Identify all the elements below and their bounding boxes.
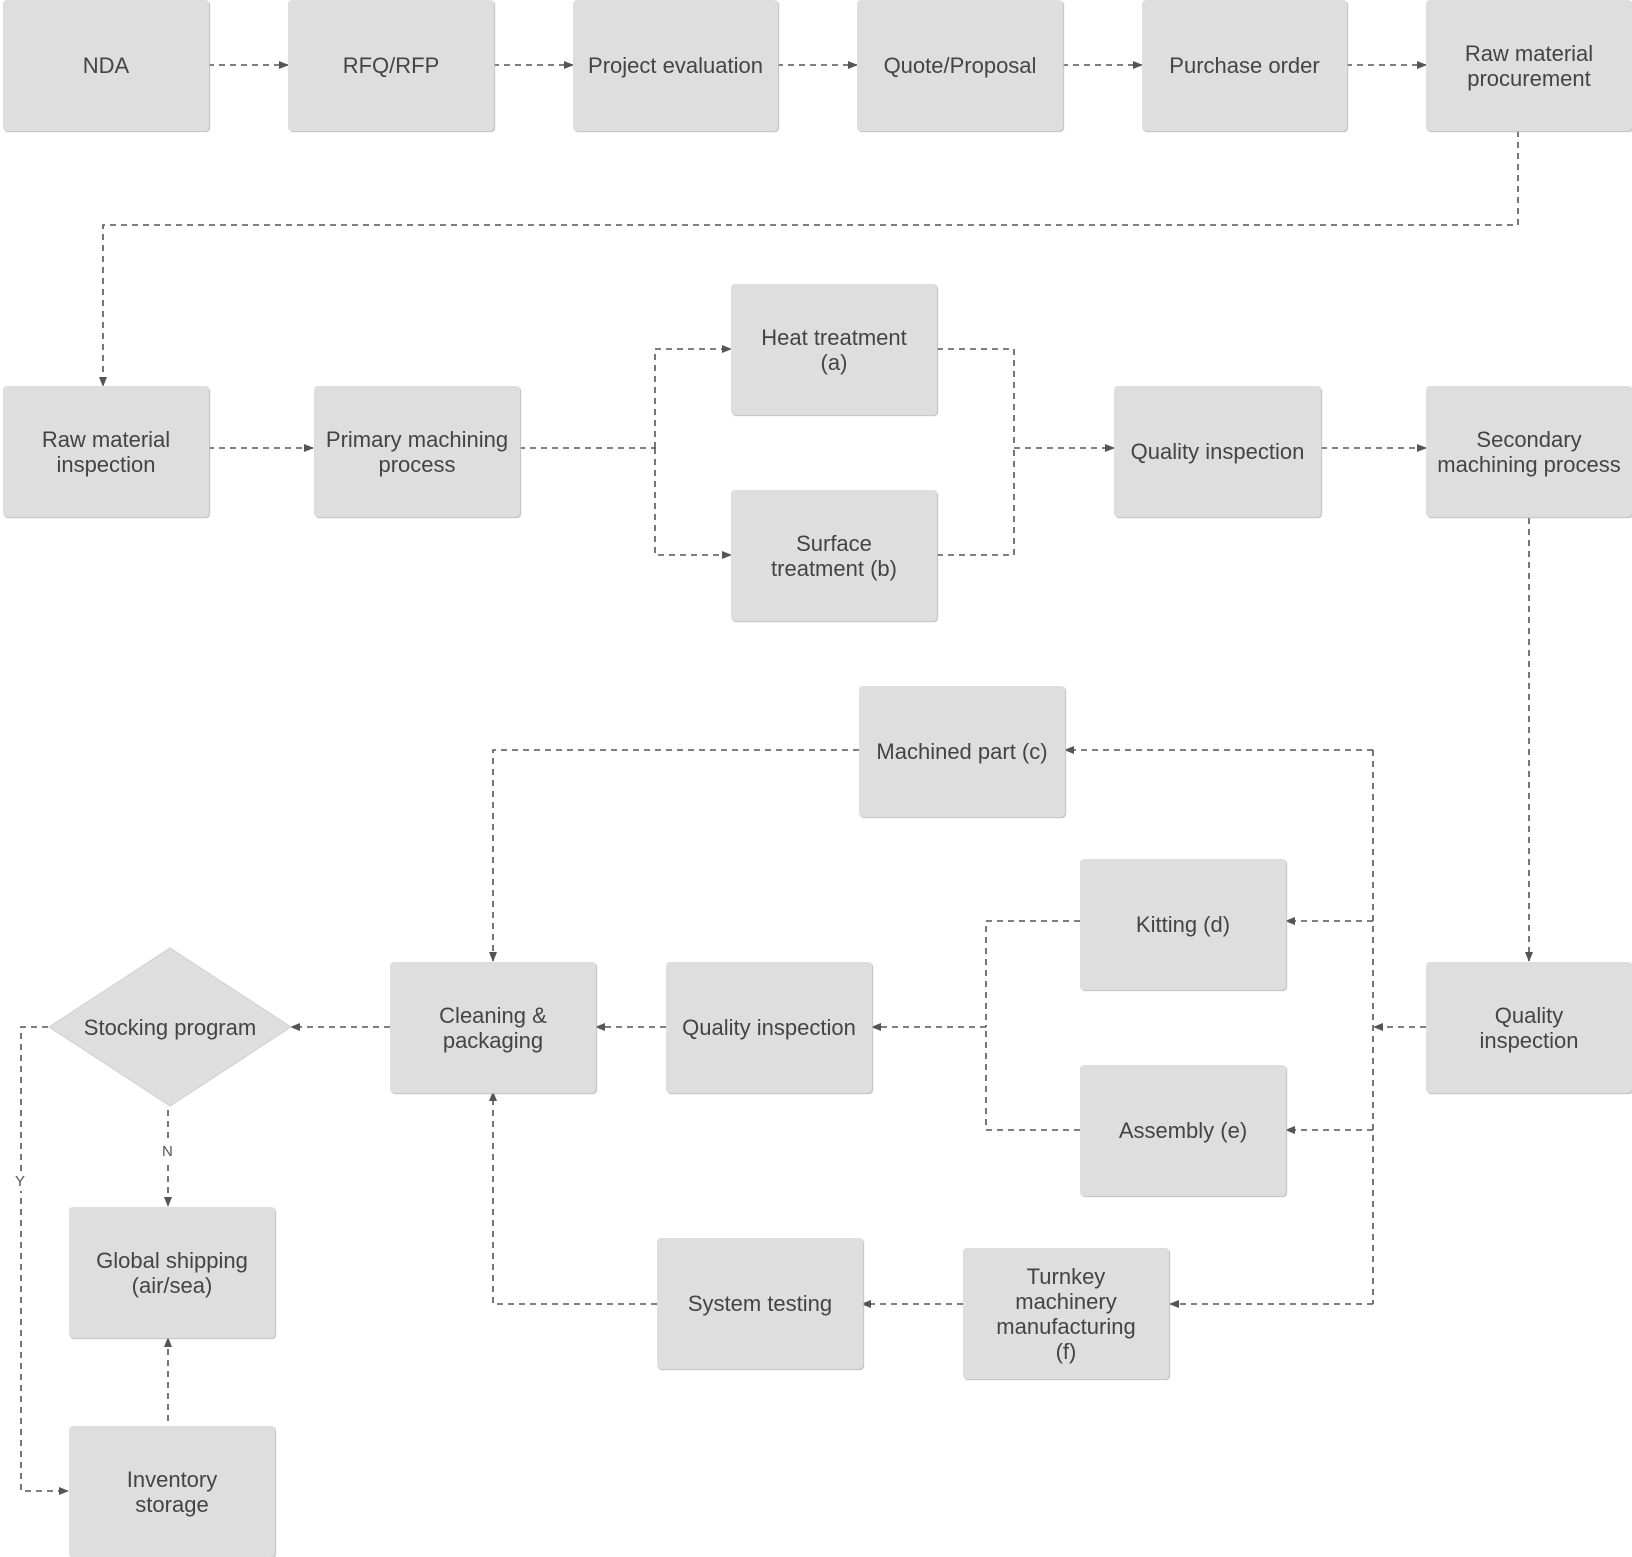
cleaning-packaging-step[interactable]: Cleaning & packaging <box>390 962 596 1093</box>
primary-machining-step[interactable]: Primary machining process <box>314 386 520 517</box>
machined-part-step[interactable]: Machined part (c) <box>859 686 1065 817</box>
connector-surface-treatment-to-join <box>937 448 1015 556</box>
rfq-rfp-step[interactable]: RFQ/RFP <box>288 0 494 131</box>
quality-inspection-step-3[interactable]: Quality inspection <box>666 962 872 1093</box>
project-evaluation-step[interactable]: Project evaluation <box>573 0 778 131</box>
global-shipping-step[interactable]: Global shipping (air/sea) <box>69 1207 275 1338</box>
connector-split-to-surface-treatment <box>654 448 732 559</box>
secondary-machining-step[interactable]: Secondary machining process <box>1426 386 1632 517</box>
nda-step[interactable]: NDA <box>3 0 209 131</box>
turnkey-machinery-step[interactable]: Turnkey machinery manufacturing (f) <box>963 1248 1169 1379</box>
connector-assembly-to-merge <box>985 1027 1080 1131</box>
connector-kitting-to-merge <box>985 920 1080 1027</box>
connector-stocking-yes-to-inventory <box>20 1026 70 1495</box>
quote-proposal-step[interactable]: Quote/Proposal <box>857 0 1063 131</box>
connector-heat-treatment-to-join <box>937 348 1015 448</box>
inventory-storage-step[interactable]: Inventory storage <box>69 1426 275 1557</box>
connector-split-to-heat-treatment <box>654 345 732 448</box>
kitting-step[interactable]: Kitting (d) <box>1080 859 1286 990</box>
quality-inspection-step-2[interactable]: Quality inspection <box>1426 962 1632 1093</box>
surface-treatment-step[interactable]: Surface treatment (b) <box>731 490 937 621</box>
purchase-order-step[interactable]: Purchase order <box>1142 0 1347 131</box>
connector-machined-part-to-cleaning <box>489 749 859 962</box>
quality-inspection-step-1[interactable]: Quality inspection <box>1114 386 1321 517</box>
connector-procurement-to-raw-material-inspection <box>99 131 1519 387</box>
raw-material-procurement-step[interactable]: Raw material procurement <box>1426 0 1632 131</box>
raw-material-inspection-step[interactable]: Raw material inspection <box>3 386 209 517</box>
heat-treatment-step[interactable]: Heat treatment (a) <box>731 284 937 415</box>
connector-system-testing-to-cleaning <box>489 1091 657 1305</box>
assembly-step[interactable]: Assembly (e) <box>1080 1065 1286 1196</box>
no-branch-label: N <box>160 1143 175 1161</box>
yes-branch-label: Y <box>13 1173 28 1191</box>
stocking-program-diamond[interactable] <box>48 947 292 1107</box>
system-testing-step[interactable]: System testing <box>657 1238 863 1369</box>
stocking-program-label: Stocking program <box>83 1014 257 1040</box>
